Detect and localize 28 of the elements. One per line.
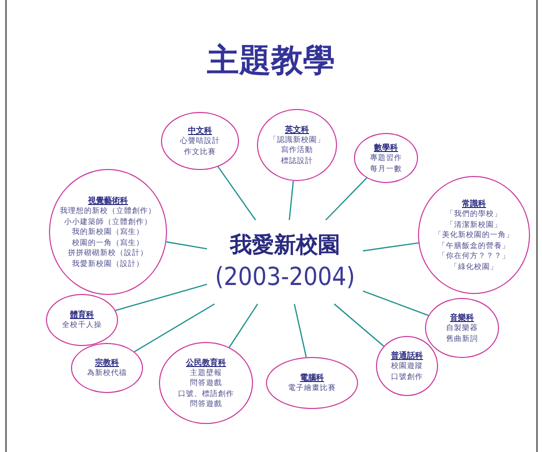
subject-heading: 中文科 [188, 125, 212, 136]
subject-ellipse [71, 343, 143, 393]
year-range: (2003-2004) [214, 261, 356, 293]
subject-heading: 體育科 [70, 309, 94, 320]
subject-heading: 音樂科 [450, 312, 474, 323]
connector-line [362, 242, 419, 252]
subject-heading: 公民教育科 [186, 356, 226, 368]
connector-line [218, 166, 256, 220]
connector-line [166, 241, 208, 250]
subject-heading: 普通話科 [391, 350, 423, 361]
connector-line [115, 284, 208, 312]
subject-heading: 電腦科 [300, 372, 324, 384]
title: 主題教學 [206, 40, 336, 80]
subject-heading: 英文科 [285, 124, 309, 135]
connector-line [334, 304, 384, 347]
connector-line [228, 304, 258, 348]
subject-ellipse [376, 336, 438, 396]
connector-line [325, 178, 368, 220]
center-title: 我愛新校園 [230, 232, 340, 260]
connector-line [288, 180, 294, 220]
subject-ellipse [46, 294, 118, 346]
subject-heading: 數學科 [374, 142, 398, 153]
subject-heading: 宗教科 [95, 357, 119, 368]
subject-heading: 常識科 [462, 198, 486, 209]
connector-line [362, 290, 429, 316]
connector-line [134, 303, 215, 352]
subject-heading: 視覺藝術科 [88, 195, 128, 206]
connector-line [294, 304, 307, 358]
